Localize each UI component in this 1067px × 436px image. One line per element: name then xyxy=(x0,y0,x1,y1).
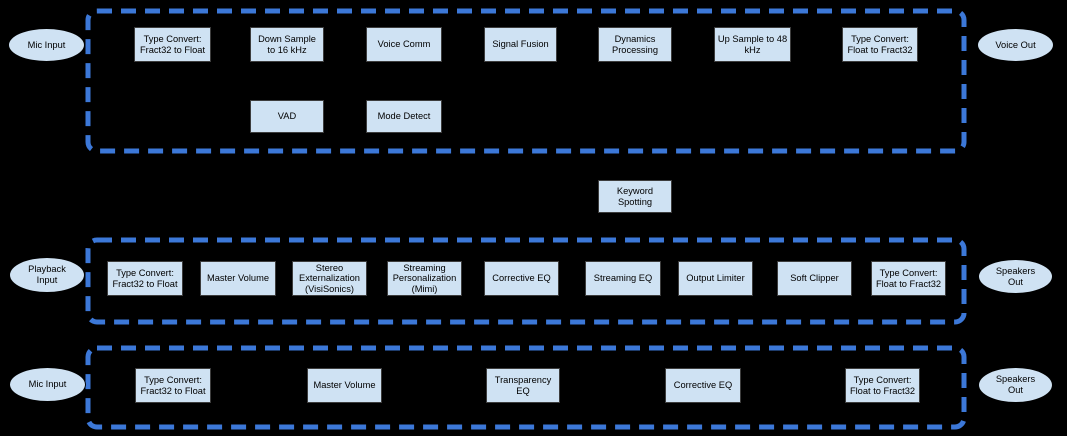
block-type-convert-in-voice: Type Convert: Fract32 to Float xyxy=(134,27,211,62)
speakers-out-terminal-playback: Speakers Out xyxy=(978,259,1053,294)
block-soft-clipper: Soft Clipper xyxy=(777,261,852,296)
block-voice-comm: Voice Comm xyxy=(366,27,442,62)
block-type-convert-out-transparency: Type Convert: Float to Fract32 xyxy=(845,368,920,403)
playback-chain-group-border xyxy=(85,237,967,325)
playback-input-terminal: Playback Input xyxy=(9,257,85,293)
block-vad: VAD xyxy=(250,100,324,133)
block-down-sample: Down Sample to 16 kHz xyxy=(250,27,324,62)
block-type-convert-out-playback: Type Convert: Float to Fract32 xyxy=(871,261,946,296)
mic-input-terminal-transparency: Mic Input xyxy=(9,367,86,402)
block-keyword-spotting: Keyword Spotting xyxy=(598,180,672,213)
block-streaming-eq: Streaming EQ xyxy=(585,261,661,296)
block-type-convert-in-playback: Type Convert: Fract32 to Float xyxy=(107,261,183,296)
block-master-volume-playback: Master Volume xyxy=(200,261,276,296)
block-type-convert-out-voice: Type Convert: Float to Fract32 xyxy=(842,27,918,62)
block-output-limiter: Output Limiter xyxy=(678,261,753,296)
voice-out-terminal: Voice Out xyxy=(977,28,1054,62)
mic-input-terminal-voice: Mic Input xyxy=(8,28,85,62)
block-stereo-externalization: Stereo Externalization (VisiSonics) xyxy=(292,261,367,296)
block-master-volume-transparency: Master Volume xyxy=(307,368,382,403)
block-corrective-eq-transparency: Corrective EQ xyxy=(665,368,741,403)
block-streaming-personalization: Streaming Personalization (Mimi) xyxy=(387,261,462,296)
block-transparency-eq: Transparency EQ xyxy=(486,368,560,403)
block-dynamics-processing: Dynamics Processing xyxy=(598,27,672,62)
block-mode-detect: Mode Detect xyxy=(366,100,442,133)
block-corrective-eq-playback: Corrective EQ xyxy=(484,261,559,296)
block-signal-fusion: Signal Fusion xyxy=(484,27,557,62)
transparency-chain-group-border xyxy=(85,345,967,430)
block-type-convert-in-transparency: Type Convert: Fract32 to Float xyxy=(135,368,211,403)
block-up-sample: Up Sample to 48 kHz xyxy=(714,27,791,62)
speakers-out-terminal-transparency: Speakers Out xyxy=(978,367,1053,403)
